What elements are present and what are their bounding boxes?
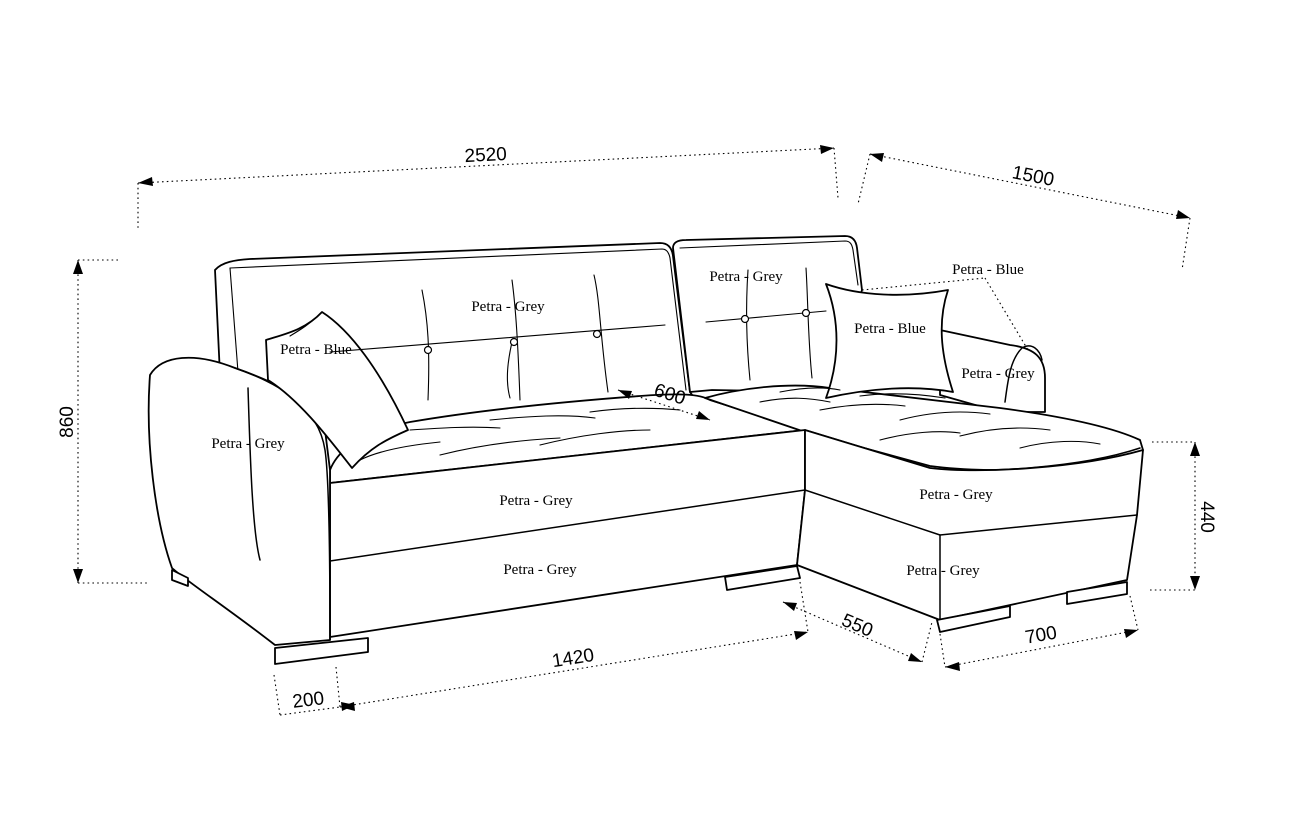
back-cushion-right	[672, 235, 863, 393]
tuft-button	[592, 329, 602, 339]
dim-total-width: 2520	[464, 144, 507, 167]
foot-back-left	[171, 569, 189, 587]
tuft-button	[801, 308, 811, 318]
foot-front-left	[274, 637, 369, 665]
foot-chaise-front	[936, 605, 1011, 633]
tuft-button	[740, 314, 750, 324]
label-back-cushion-right: Petra - Grey	[709, 269, 783, 285]
foot-front-mid	[724, 565, 801, 591]
tufting-right	[705, 267, 827, 381]
dim-base-width: 1420	[551, 645, 596, 672]
label-chaise-panel-upper: Petra - Grey	[919, 487, 993, 503]
label-front-panel-lower: Petra - Grey	[503, 562, 577, 578]
dim-chaise-length: 1500	[1010, 162, 1056, 191]
tufting-left	[329, 274, 666, 401]
dim-chaise-offset: 550	[838, 610, 875, 642]
label-front-panel-upper: Petra - Grey	[499, 493, 573, 509]
label-armrest-right: Petra - Grey	[961, 366, 1035, 382]
armrest-left	[147, 356, 331, 646]
foot-chaise-right	[1066, 581, 1128, 605]
tuft-button	[509, 337, 519, 347]
seat-tufting	[359, 387, 1101, 461]
label-back-cushion-left: Petra - Grey	[471, 299, 545, 315]
pillow-right	[825, 283, 954, 399]
fabric-labels: Petra - Grey Petra - Grey Petra - Blue P…	[211, 262, 1035, 579]
label-pillow-right: Petra - Blue	[854, 321, 926, 337]
dim-seat-height: 440	[1196, 501, 1217, 533]
label-armrest-left: Petra - Grey	[211, 436, 285, 452]
label-pillow-left: Petra - Blue	[280, 342, 352, 358]
tuft-button	[423, 345, 433, 355]
dimension-lines	[73, 145, 1200, 716]
chaise-base	[796, 429, 1144, 621]
dim-height: 860	[57, 406, 78, 438]
dim-chaise-width: 700	[1024, 622, 1059, 648]
label-chaise-panel-lower: Petra - Grey	[906, 563, 980, 579]
sofa-outline	[147, 235, 1144, 665]
dim-armrest-width: 200	[291, 688, 325, 713]
label-pillow-right-callout: Petra - Blue	[952, 262, 1024, 278]
